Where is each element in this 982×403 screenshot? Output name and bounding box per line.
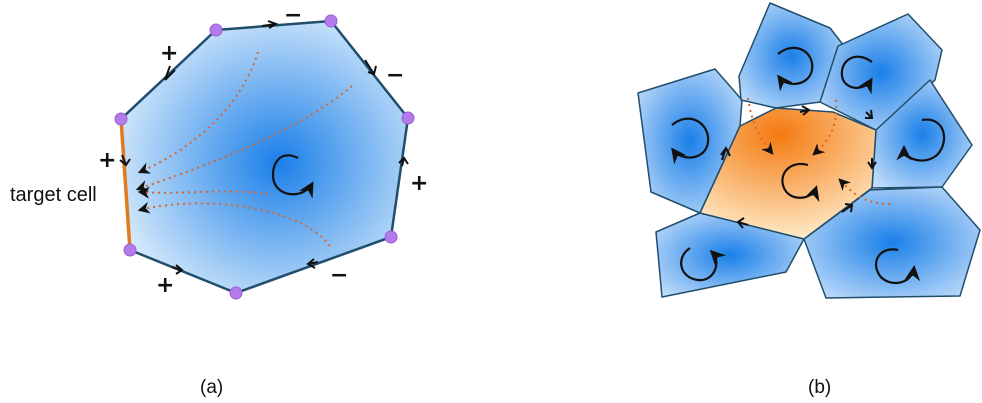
panel-b (638, 3, 980, 298)
sign-bottom-right: − (330, 263, 348, 288)
sign-right: + (410, 171, 428, 196)
sign-top: − (284, 3, 302, 28)
sign-bottom-left: + (156, 273, 174, 298)
sign-top-left: + (160, 41, 178, 66)
panel-a: + − − + − + + target cell (a) (10, 3, 428, 398)
caption-b: (b) (808, 377, 831, 398)
target-cell-label: target cell (10, 184, 97, 206)
sign-top-right: − (386, 63, 404, 88)
sign-left: + (98, 148, 116, 173)
caption-a: (a) (200, 377, 223, 398)
